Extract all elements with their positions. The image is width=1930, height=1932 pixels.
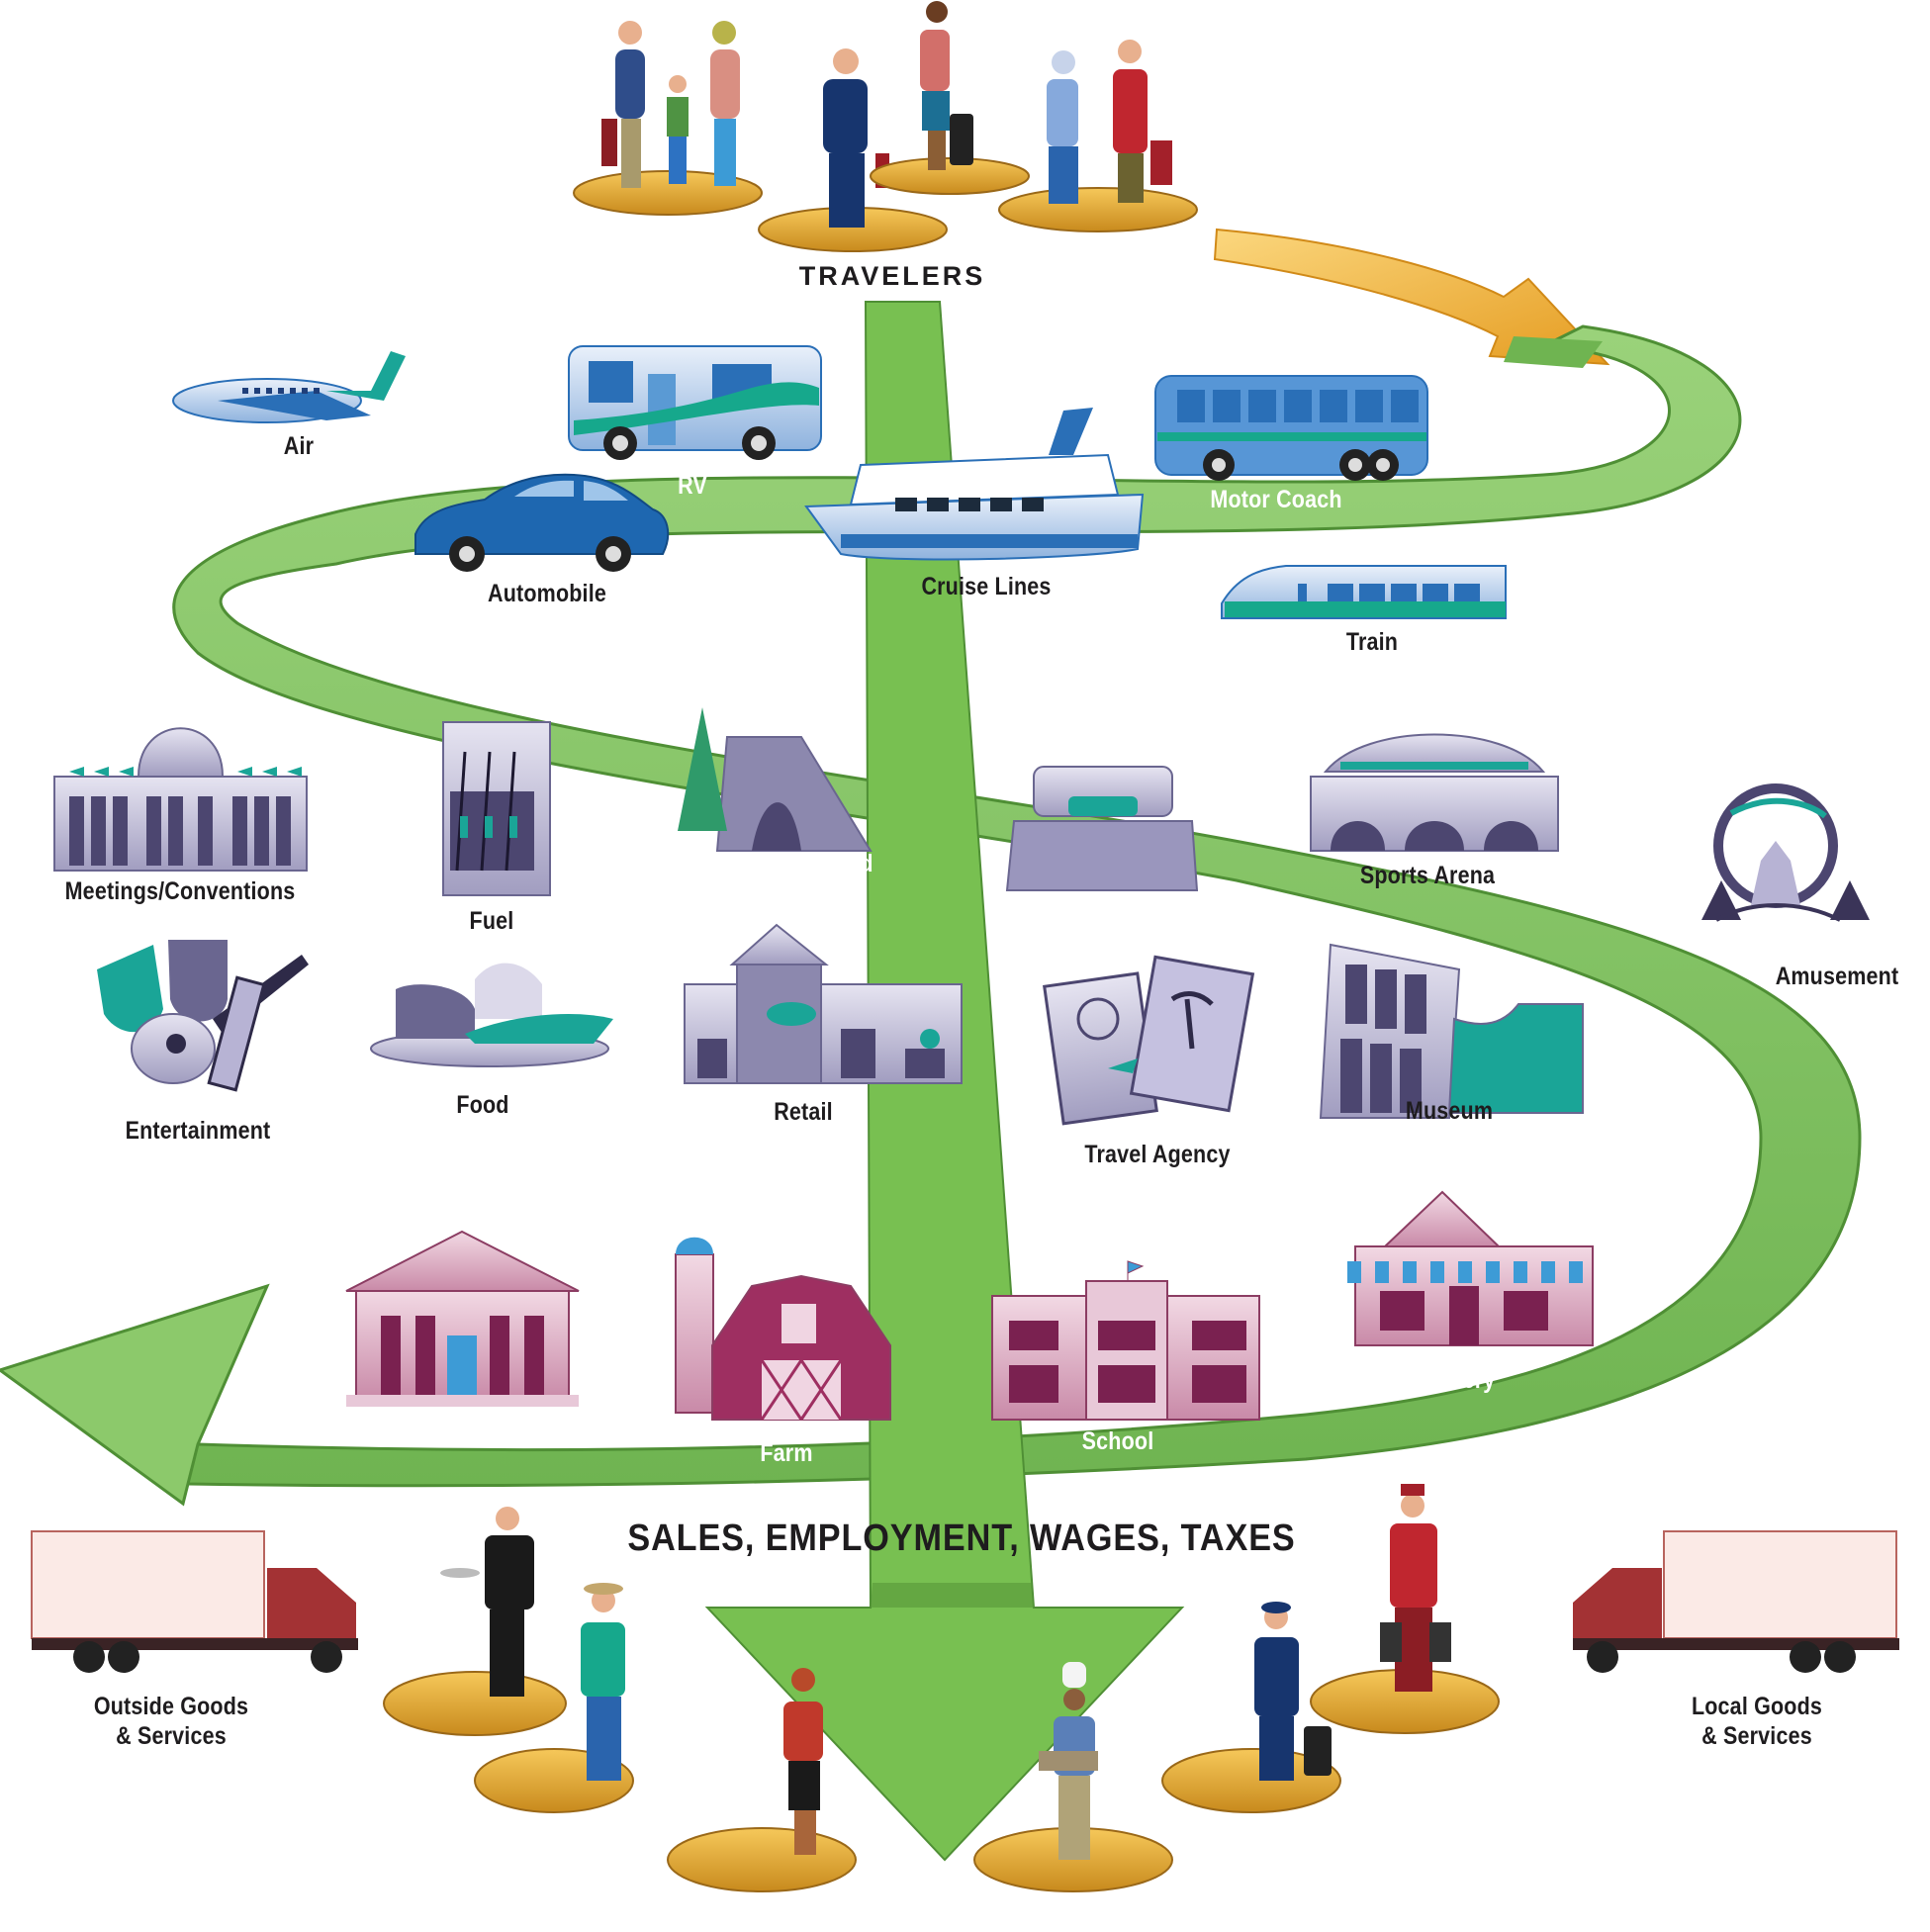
venue-meetings (53, 727, 308, 872)
bakery-icon (1347, 1190, 1594, 1346)
transport-label-rv: RV (678, 472, 707, 500)
local-bank (345, 1230, 580, 1407)
transport-label-motor-coach: Motor Coach (1210, 486, 1342, 513)
venue-label-travel-agency: Travel Agency (1084, 1141, 1231, 1168)
worker-waiter (383, 1507, 567, 1736)
venue-label-retail: Retail (774, 1098, 833, 1126)
venue-campground (678, 707, 873, 852)
transport-rv (568, 345, 822, 460)
venue-sports-arena (1310, 733, 1559, 852)
local-label-bank: Bank (440, 1416, 494, 1443)
venue-amusement (1701, 783, 1870, 922)
venue-lodging (1005, 766, 1199, 891)
venue-food (370, 963, 613, 1067)
family-travelers-icon (601, 21, 740, 188)
fuel-pump-icon (442, 721, 551, 896)
venue-label-museum: Museum (1405, 1097, 1494, 1125)
rv-icon (568, 345, 822, 460)
venue-label-entertainment: Entertainment (125, 1117, 271, 1145)
store-icon (684, 923, 963, 1084)
goods-outside-truck (31, 1530, 358, 1673)
bellhop-icon (1380, 1484, 1451, 1692)
goods-label-outside-line2: & Services (116, 1722, 227, 1750)
tent-icon (678, 707, 873, 852)
local-label-farm: Farm (760, 1439, 813, 1467)
worker-bellhop (1310, 1484, 1500, 1734)
food-plate-icon (370, 963, 613, 1067)
transport-motorcoach (1154, 375, 1428, 481)
traveler-group-businessman (758, 48, 948, 252)
bank-icon (345, 1230, 580, 1407)
convention-center-icon (53, 727, 308, 872)
venue-label-meetings: Meetings/Conventions (64, 877, 296, 905)
local-farm (675, 1237, 891, 1421)
travelers-title: TRAVELERS (798, 261, 986, 291)
economic-impact-caption: SALES, EMPLOYMENT, WAGES, TAXES (627, 1518, 1296, 1559)
waiter-icon (440, 1507, 534, 1697)
theater-masks-guitar-icon (97, 940, 309, 1092)
airplane-icon (172, 351, 406, 423)
office-worker-icon (783, 1668, 823, 1855)
arena-icon (1310, 733, 1559, 852)
worker-office (667, 1668, 857, 1892)
museum-icon (1319, 943, 1584, 1119)
cruise-ship-icon (804, 408, 1145, 561)
worker-chef (973, 1662, 1173, 1892)
venue-museum (1319, 943, 1584, 1119)
goods-label-local: Local Goods & Services (1692, 1692, 1822, 1751)
venue-label-campground: Campground (739, 850, 873, 877)
businessman-icon (823, 48, 889, 228)
transport-label-automobile: Automobile (488, 580, 606, 607)
goods-label-local-line1: Local Goods (1691, 1693, 1823, 1720)
car-icon (414, 473, 670, 572)
travel-brochure-icon (1043, 955, 1255, 1126)
worker-pilot (1161, 1602, 1341, 1813)
pilot-icon (1254, 1602, 1332, 1781)
transport-train (1221, 565, 1507, 619)
bus-icon (1154, 375, 1428, 481)
venue-label-lodging: Lodging (1060, 898, 1146, 926)
transport-air (172, 351, 406, 423)
local-label-school: School (1081, 1427, 1154, 1455)
venue-travel-agency (1043, 955, 1255, 1126)
venue-fuel (442, 721, 551, 896)
traveler-group-family (573, 21, 763, 216)
goods-label-outside-line1: Outside Goods (93, 1693, 249, 1720)
transport-cruise (804, 408, 1145, 561)
transport-label-air: Air (283, 432, 315, 460)
worker-cowboy (474, 1583, 634, 1813)
venue-label-amusement: Amusement (1775, 963, 1899, 990)
venue-entertainment (97, 940, 309, 1092)
goods-label-local-line2: & Services (1701, 1722, 1812, 1750)
venue-label-sports-arena: Sports Arena (1359, 862, 1496, 889)
senior-couple-icon (1047, 40, 1172, 204)
goods-label-outside: Outside Goods & Services (94, 1692, 248, 1751)
traveler-group-woman (870, 1, 1030, 195)
local-bakery (1347, 1190, 1594, 1346)
dollar-sign-flow-ribbon (0, 324, 1862, 1507)
school-icon (991, 1260, 1260, 1421)
barn-icon (675, 1237, 891, 1421)
traveler-group-seniors (998, 40, 1198, 232)
train-icon (1221, 565, 1507, 619)
local-school (991, 1260, 1260, 1421)
transport-label-cruise-lines: Cruise Lines (921, 573, 1052, 600)
venue-label-food: Food (456, 1091, 509, 1119)
cowboy-icon (581, 1583, 625, 1781)
bed-icon (1005, 766, 1199, 891)
chef-icon (1039, 1662, 1098, 1860)
local-label-bakery: Bakery (1423, 1366, 1496, 1394)
venue-label-fuel: Fuel (469, 907, 514, 935)
truck-icon (31, 1530, 358, 1673)
venue-retail (684, 923, 963, 1084)
woman-traveler-icon (920, 1, 973, 170)
amusement-park-icon (1701, 783, 1870, 922)
goods-local-truck (1573, 1530, 1899, 1673)
transport-label-train: Train (1345, 628, 1399, 656)
truck-icon (1573, 1530, 1899, 1673)
transport-car (414, 473, 670, 572)
